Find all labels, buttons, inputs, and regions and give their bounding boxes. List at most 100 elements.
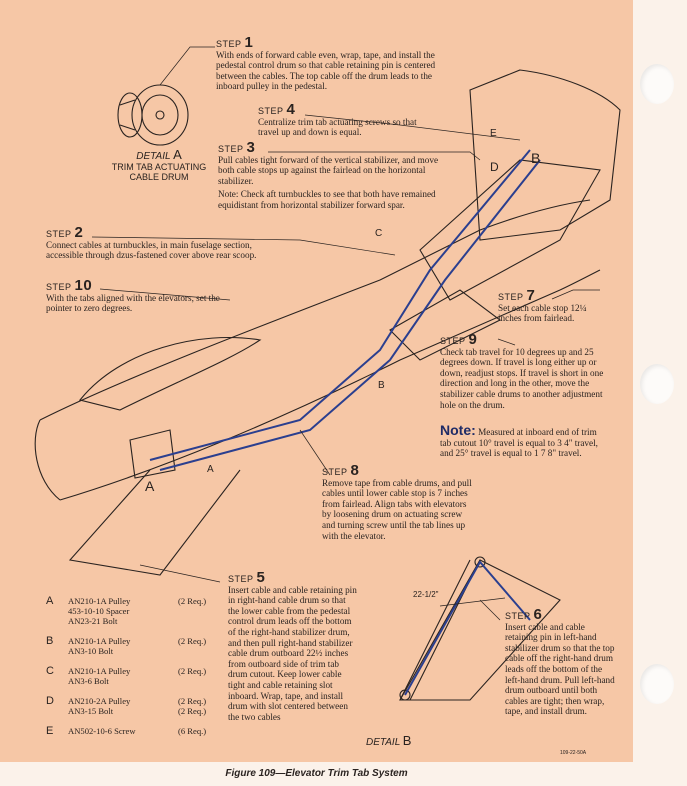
part-letter: C: [46, 665, 54, 677]
step-7-head: STEP: [498, 292, 524, 302]
step-6-number: 6: [533, 606, 543, 623]
callout-d: D: [490, 160, 499, 174]
binder-hole-bottom: [640, 664, 674, 704]
callout-b-top: B: [531, 150, 541, 166]
step-1-text: With ends of forward cable even, wrap, t…: [216, 49, 436, 92]
horizontal-stabilizer-right: [419, 159, 601, 301]
part-qty: (2 Req.): [178, 706, 207, 716]
callout-c: C: [375, 228, 383, 239]
step-8-head: STEP: [322, 467, 348, 477]
cockpit-pedestal: [129, 429, 176, 479]
part-qty: (2 Req.): [178, 596, 207, 606]
step-8-number: 8: [350, 462, 360, 479]
cable-drum-outline: [131, 84, 189, 146]
detail-a-letter: A: [173, 147, 182, 162]
step-5-head: STEP: [228, 574, 254, 584]
detail-b-letter: B: [402, 733, 412, 748]
fuselage-top-line: [39, 199, 591, 421]
binder-hole-middle: [640, 364, 674, 404]
figure-caption: Figure 109—Elevator Trim Tab System: [225, 768, 408, 779]
part-qty: (2 Req.): [178, 636, 207, 646]
step-2-number: 2: [74, 224, 84, 241]
callout-a-lower: A: [145, 478, 155, 494]
part-item: AN3-6 Bolt: [68, 676, 109, 686]
parts-row-b: B AN210-1A Pulley AN3-10 Bolt (2 Req.): [46, 635, 236, 657]
step-9-head: STEP: [440, 336, 466, 346]
part-item: AN210-2A Pulley: [68, 696, 131, 706]
parts-list: A AN210-1A Pulley 453-10-10 Spacer AN23-…: [46, 596, 236, 746]
document-id: 109-22-50A: [560, 750, 587, 756]
step-2-text: Connect cables at turnbuckles, in main f…: [46, 239, 257, 261]
fuselage-bottom-line: [59, 269, 601, 501]
step-4-head: STEP: [258, 106, 284, 116]
part-letter: A: [46, 595, 54, 607]
part-item: 453-10-10 Spacer: [68, 606, 130, 616]
step-2-head: STEP: [46, 229, 72, 239]
detail-b-prefix: DETAIL: [366, 737, 401, 748]
trim-tab-cables: [149, 149, 541, 696]
detail-b-frame: [399, 559, 561, 701]
step-6-head: STEP: [505, 611, 531, 621]
step-1-number: 1: [244, 34, 254, 51]
step-9-number: 9: [468, 331, 478, 348]
aircraft-illustration: [34, 46, 621, 701]
step-4-number: 4: [286, 101, 296, 118]
part-letter: B: [46, 635, 54, 647]
step-5-number: 5: [256, 569, 266, 586]
note-block: Note: Measured at inboard end of trim ta…: [440, 422, 610, 459]
detail-a-line1: TRIM TAB ACTUATING: [111, 162, 207, 172]
step-9-text: Check tab travel for 10 degrees up and 2…: [440, 346, 604, 410]
dimension-label: 22-1/2": [413, 590, 439, 599]
note-head: Note:: [440, 422, 476, 438]
detail-a-prefix: DETAIL: [136, 151, 171, 162]
step-3-note: Note: Check aft turnbuckles to see that …: [218, 189, 436, 210]
step-4-text: Centralize trim tab actuating screws so …: [258, 116, 417, 138]
step-10-number: 10: [74, 277, 93, 294]
wing-root: [68, 469, 241, 576]
parts-row-d: D AN210-2A Pulley AN3-15 Bolt (2 Req.) (…: [46, 696, 236, 717]
binder-hole-top: [640, 64, 674, 104]
vertical-stabilizer: [469, 69, 621, 241]
part-qty: (2 Req.): [178, 666, 207, 676]
note-text: Measured at inboard end of trim tab cuto…: [440, 427, 598, 459]
step-1-head: STEP: [216, 39, 242, 49]
part-item: AN210-1A Pulley: [68, 596, 131, 606]
step-5-text: Insert cable and cable retaining pin in …: [228, 584, 357, 722]
horizontal-stabilizer-left: [389, 289, 502, 361]
detail-a-line2: CABLE DRUM: [129, 172, 189, 182]
step-10-text: With the tabs aligned with the elevators…: [46, 292, 220, 314]
step-7-number: 7: [526, 287, 536, 304]
parts-row-a: A AN210-1A Pulley 453-10-10 Spacer AN23-…: [46, 595, 236, 627]
parts-row-c: C AN210-1A Pulley AN3-6 Bolt (2 Req.): [46, 665, 236, 687]
part-letter: E: [46, 725, 54, 737]
step-10-head: STEP: [46, 282, 72, 292]
part-item: AN3-15 Bolt: [68, 706, 114, 716]
step-7-text: Set each cable stop 12¼ inches from fair…: [498, 302, 587, 324]
step-3-head: STEP: [218, 144, 244, 154]
canopy-outline: [79, 337, 262, 411]
detail-b-label: DETAIL B: [366, 733, 426, 748]
parts-row-e: E AN502-10-6 Screw (6 Req.): [46, 725, 236, 737]
step-6-text: Insert cable and cable retaining pin in …: [505, 621, 615, 717]
part-item: AN23-21 Bolt: [68, 616, 118, 626]
manual-page: [0, 0, 633, 762]
part-qty: (6 Req.): [178, 726, 207, 736]
part-item: AN210-1A Pulley: [68, 636, 131, 646]
part-item: AN3-10 Bolt: [68, 646, 114, 656]
callout-b-mid: B: [378, 380, 385, 391]
part-item: AN210-1A Pulley: [68, 666, 131, 676]
part-qty: (2 Req.): [178, 696, 207, 706]
part-item: AN502-10-6 Screw: [68, 726, 136, 736]
step-3-text: Pull cables tight forward of the vertica…: [218, 154, 439, 186]
